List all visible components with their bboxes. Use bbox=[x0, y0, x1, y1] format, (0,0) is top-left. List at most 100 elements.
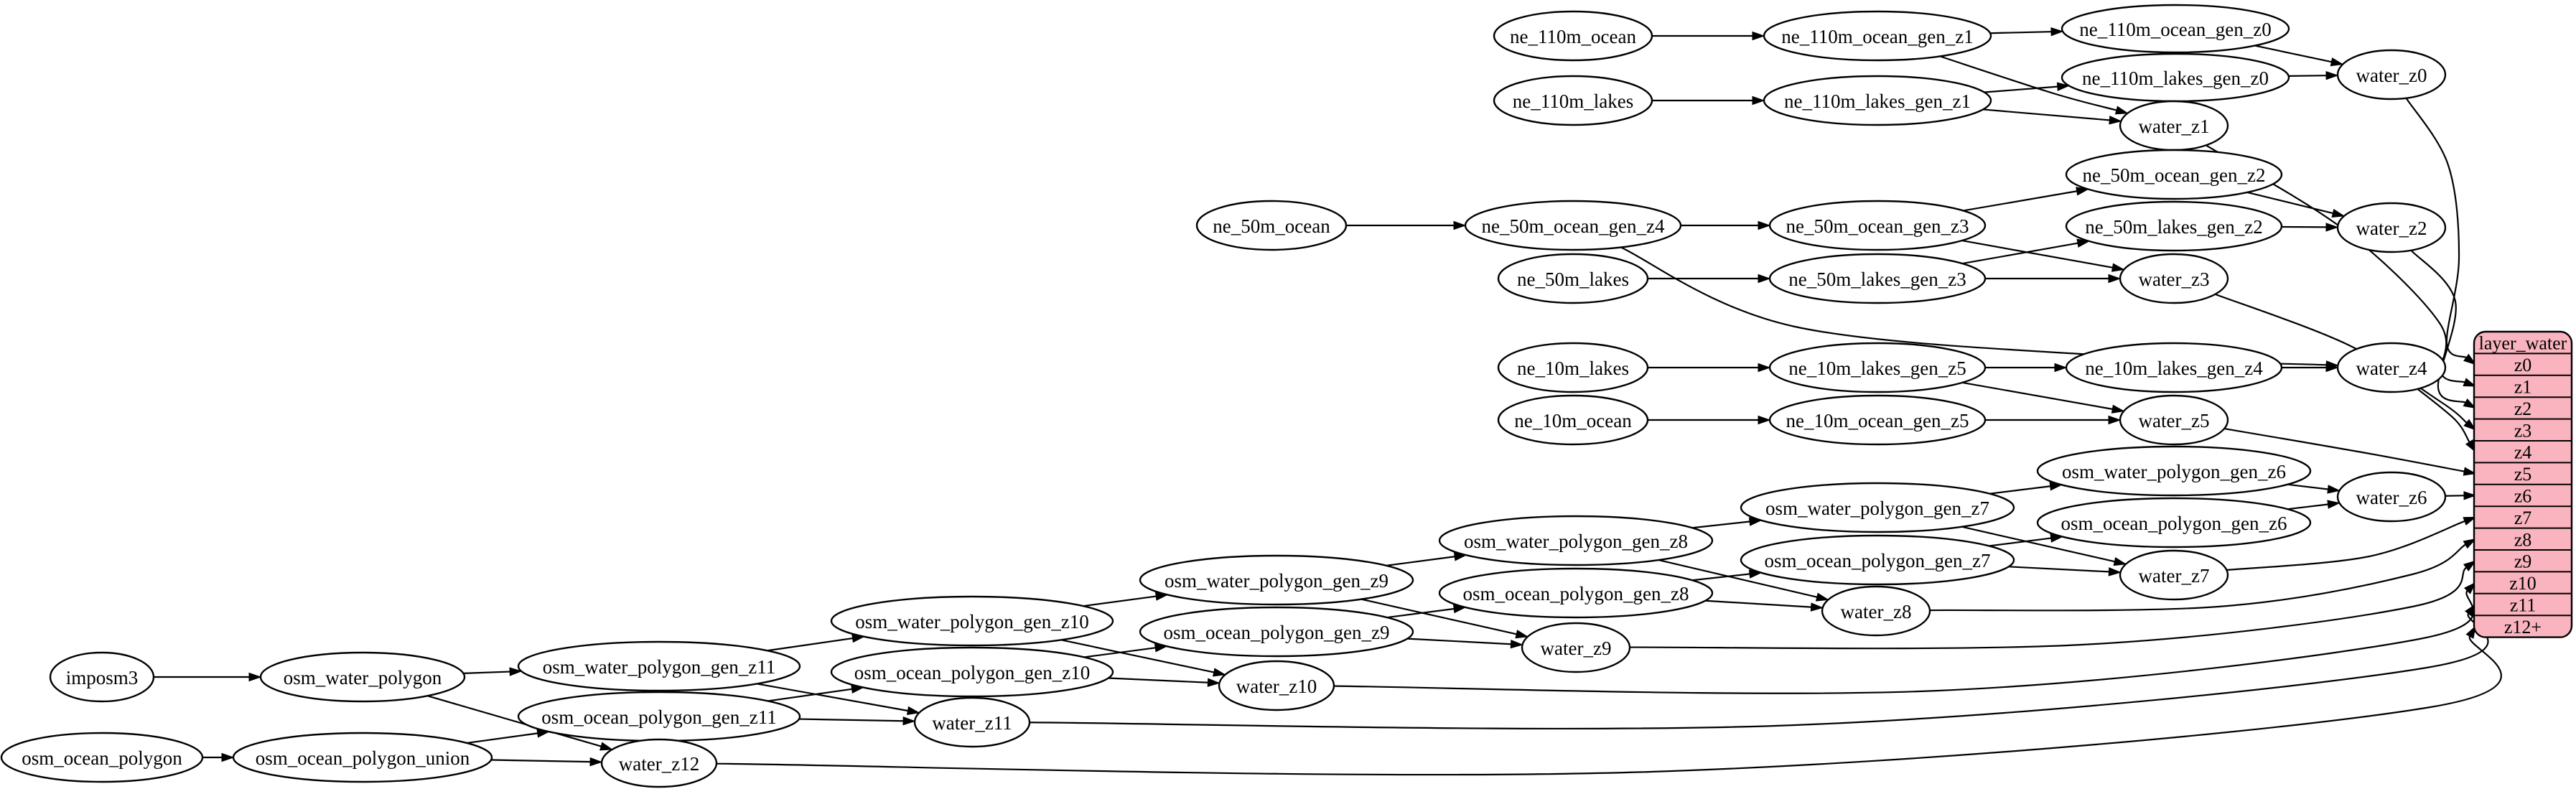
arrowhead-icon bbox=[2463, 582, 2477, 594]
node-water_z12: water_z12 bbox=[600, 738, 718, 788]
node-label-ne_110m_lakes_gen_z1: ne_110m_lakes_gen_z1 bbox=[1784, 90, 1971, 112]
edge-osm_ocean_polygon_gen_z7-to-water_z7 bbox=[2008, 566, 2109, 573]
arrowhead-icon bbox=[248, 672, 262, 682]
node-ellipse-osm_ocean_polygon_gen_z6 bbox=[2036, 497, 2312, 548]
node-water_z4: water_z4 bbox=[2336, 342, 2447, 393]
node-ne_50m_ocean_gen_z3: ne_50m_ocean_gen_z3 bbox=[1768, 200, 1987, 251]
edge-ne_110m_ocean_gen_z0-to-water_z0 bbox=[2254, 45, 2332, 63]
node-water_z10: water_z10 bbox=[1218, 660, 1335, 711]
arrowhead-icon bbox=[2111, 404, 2125, 414]
edge-osm_water_polygon-to-osm_water_polygon_gen_z11 bbox=[463, 671, 510, 675]
node-ellipse-ne_110m_lakes_gen_z1 bbox=[1763, 75, 1992, 126]
arrowhead-icon bbox=[1453, 220, 1467, 230]
node-osm_water_polygon: osm_water_polygon bbox=[259, 651, 466, 703]
arrowhead-icon bbox=[2076, 238, 2091, 248]
edge-ne_50m_lakes_gen_z3-to-ne_50m_lakes_gen_z2 bbox=[1962, 242, 2078, 265]
edge-water_z12-to-lw-z12+ bbox=[716, 635, 2502, 776]
node-ne_50m_lakes_gen_z3: ne_50m_lakes_gen_z3 bbox=[1768, 253, 1987, 304]
layer-water-table-title: layer_water bbox=[2479, 333, 2567, 354]
arrowhead-icon bbox=[2463, 538, 2477, 549]
edge-osm_water_polygon_gen_z8-to-water_z8 bbox=[1658, 559, 1818, 598]
nodes-layer: ne_110m_ocean ne_110m_ocean_gen_z1 ne_110m… bbox=[0, 4, 2447, 788]
arrowhead-icon bbox=[2111, 263, 2125, 272]
node-label-water_z12: water_z12 bbox=[619, 753, 699, 775]
edge-osm_ocean_polygon_gen_z11-to-water_z11 bbox=[798, 718, 904, 722]
arrowhead-icon bbox=[2050, 27, 2064, 37]
edge-osm_water_polygon_gen_z11-to-osm_water_polygon_gen_z10 bbox=[767, 637, 853, 652]
arrowhead-icon bbox=[1758, 363, 1771, 373]
node-label-water_z6: water_z6 bbox=[2356, 487, 2427, 508]
node-ne_110m_ocean_gen_z0: ne_110m_ocean_gen_z0 bbox=[2061, 4, 2290, 54]
edge-water_z0-to-lw-z0 bbox=[2405, 98, 2467, 359]
node-ellipse-osm_water_polygon bbox=[259, 651, 466, 703]
node-label-ne_110m_ocean_gen_z1: ne_110m_ocean_gen_z1 bbox=[1781, 26, 1973, 47]
table-row-z3: z3 bbox=[2514, 420, 2532, 441]
table-layer: layer_waterz0z1z2z3z4z5z6z7z8z9z10z11z12… bbox=[2473, 330, 2573, 638]
node-label-imposm3: imposm3 bbox=[66, 667, 139, 688]
node-label-water_z7: water_z7 bbox=[2139, 565, 2210, 587]
edge-ne_110m_ocean_gen_z1-to-ne_110m_ocean_gen_z0 bbox=[1989, 31, 2052, 34]
node-ellipse-osm_water_polygon_gen_z9 bbox=[1139, 554, 1414, 606]
node-ne_50m_lakes: ne_50m_lakes bbox=[1497, 253, 1649, 304]
edge-osm_water_polygon_gen_z8-to-osm_water_polygon_gen_z7 bbox=[1691, 520, 1750, 529]
table-row-z4: z4 bbox=[2514, 442, 2532, 463]
node-ne_110m_ocean: ne_110m_ocean bbox=[1493, 10, 1653, 62]
arrowhead-icon bbox=[2108, 415, 2122, 425]
node-water_z5: water_z5 bbox=[2119, 394, 2229, 446]
node-ne_110m_ocean_gen_z1: ne_110m_ocean_gen_z1 bbox=[1763, 10, 1992, 62]
node-label-osm_ocean_polygon_gen_z10: osm_ocean_polygon_gen_z10 bbox=[854, 662, 1090, 683]
node-label-osm_ocean_polygon_gen_z9: osm_ocean_polygon_gen_z9 bbox=[1164, 622, 1390, 643]
edge-ne_110m_lakes_gen_z0-to-water_z0 bbox=[2288, 75, 2327, 78]
node-ne_10m_lakes_gen_z4: ne_10m_lakes_gen_z4 bbox=[2065, 342, 2283, 393]
node-label-ne_50m_lakes_gen_z2: ne_50m_lakes_gen_z2 bbox=[2085, 216, 2262, 238]
node-ellipse-ne_50m_ocean_gen_z2 bbox=[2065, 149, 2283, 200]
node-ellipse-ne_10m_lakes bbox=[1497, 342, 1649, 393]
node-label-water_z0: water_z0 bbox=[2356, 65, 2427, 86]
edge-osm_ocean_polygon_gen_z10-to-osm_ocean_polygon_gen_z9 bbox=[1083, 647, 1156, 658]
node-ellipse-ne_110m_lakes bbox=[1493, 75, 1653, 126]
arrowhead-icon bbox=[1758, 415, 1771, 425]
arrowhead-icon bbox=[2325, 223, 2339, 232]
node-ne_110m_lakes: ne_110m_lakes bbox=[1493, 75, 1653, 126]
node-ellipse-ne_50m_lakes_gen_z3 bbox=[1768, 253, 1987, 304]
node-water_z11: water_z11 bbox=[913, 696, 1031, 748]
edge-water_z9-to-lw-z9 bbox=[1629, 566, 2467, 650]
node-label-ne_10m_lakes_gen_z5: ne_10m_lakes_gen_z5 bbox=[1788, 358, 1966, 379]
node-osm_water_polygon_gen_z7: osm_water_polygon_gen_z7 bbox=[1740, 482, 2015, 533]
edge-ne_110m_lakes_gen_z1-to-water_z1 bbox=[1982, 108, 2110, 121]
edge-osm_ocean_polygon_gen_z10-to-water_z10 bbox=[1108, 677, 1208, 683]
arrowhead-icon bbox=[2056, 82, 2071, 91]
arrowhead-icon bbox=[2114, 106, 2129, 115]
node-label-osm_ocean_polygon_gen_z6: osm_ocean_polygon_gen_z6 bbox=[2061, 513, 2287, 534]
edge-osm_ocean_polygon_gen_z9-to-osm_ocean_polygon_gen_z8 bbox=[1386, 607, 1455, 619]
node-label-ne_10m_ocean_gen_z5: ne_10m_ocean_gen_z5 bbox=[1786, 410, 1969, 431]
arrowhead-icon bbox=[2325, 71, 2339, 80]
node-osm_ocean_polygon_gen_z6: osm_ocean_polygon_gen_z6 bbox=[2036, 497, 2312, 548]
node-ne_10m_ocean_gen_z5: ne_10m_ocean_gen_z5 bbox=[1768, 394, 1987, 446]
table-row-z10: z10 bbox=[2509, 573, 2537, 594]
edge-osm_water_polygon_gen_z11-to-water_z11 bbox=[757, 683, 908, 712]
node-osm_water_polygon_gen_z9: osm_water_polygon_gen_z9 bbox=[1139, 554, 1414, 606]
edge-osm_ocean_polygon_union-to-osm_ocean_polygon_gen_z11 bbox=[467, 732, 538, 744]
arrowhead-icon bbox=[1758, 220, 1771, 230]
table-row-z1: z1 bbox=[2514, 377, 2532, 398]
edge-osm_water_polygon_gen_z7-to-osm_water_polygon_gen_z6 bbox=[1989, 485, 2050, 495]
node-ne_50m_ocean_gen_z2: ne_50m_ocean_gen_z2 bbox=[2065, 149, 2283, 200]
edge-osm_ocean_polygon_gen_z11-to-osm_ocean_polygon_gen_z10 bbox=[767, 688, 852, 702]
edge-osm_ocean_polygon_gen_z7-to-osm_ocean_polygon_gen_z6 bbox=[1989, 537, 2051, 547]
node-ellipse-ne_10m_ocean bbox=[1497, 394, 1649, 446]
arrowhead-icon bbox=[1515, 630, 1529, 639]
node-osm_water_polygon_gen_z11: osm_water_polygon_gen_z11 bbox=[517, 640, 801, 692]
node-ellipse-osm_ocean_polygon_gen_z10 bbox=[830, 646, 1114, 698]
node-osm_water_polygon_gen_z8: osm_water_polygon_gen_z8 bbox=[1438, 515, 1714, 566]
node-ellipse-ne_10m_lakes_gen_z5 bbox=[1768, 342, 1987, 393]
node-label-water_z9: water_z9 bbox=[1541, 638, 1612, 659]
node-label-ne_10m_lakes_gen_z4: ne_10m_lakes_gen_z4 bbox=[2085, 358, 2263, 379]
edge-osm_water_polygon_gen_z10-to-water_z10 bbox=[1060, 639, 1215, 673]
node-label-osm_ocean_polygon_gen_z11: osm_ocean_polygon_gen_z11 bbox=[541, 706, 776, 728]
node-ellipse-water_z4 bbox=[2336, 342, 2447, 393]
arrowhead-icon bbox=[2463, 491, 2477, 500]
node-label-water_z1: water_z1 bbox=[2139, 116, 2210, 137]
